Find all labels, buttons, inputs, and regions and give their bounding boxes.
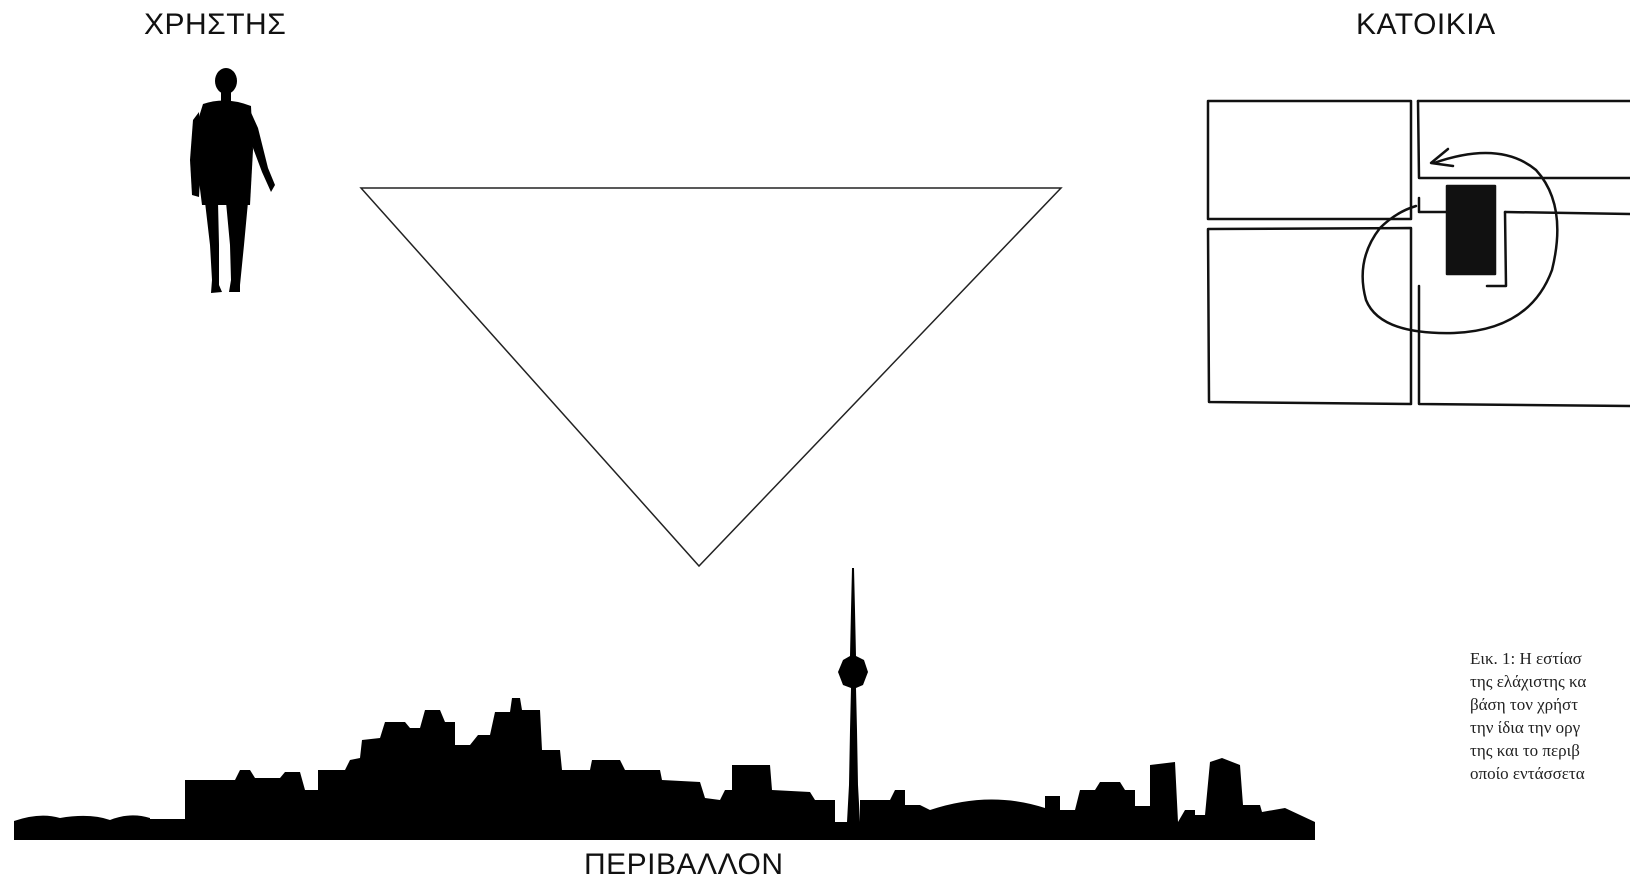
caption-line: οποίο εντάσσετα [1470,762,1630,785]
city-skyline-silhouette [14,568,1315,840]
caption-line: Εικ. 1: Η εστίασ [1470,647,1630,670]
caption-line: της και το περιβ [1470,739,1630,762]
caption-line: της ελάχιστης κα [1470,670,1630,693]
caption-line: την ίδια την οργ [1470,716,1630,739]
caption-line: βάση τον χρήστ [1470,693,1630,716]
house-plan-sketch [1208,101,1630,406]
person-silhouette-icon [190,68,275,293]
figure-caption: Εικ. 1: Η εστίασ της ελάχιστης κα βάση τ… [1470,647,1630,785]
relationship-triangle [361,188,1061,566]
